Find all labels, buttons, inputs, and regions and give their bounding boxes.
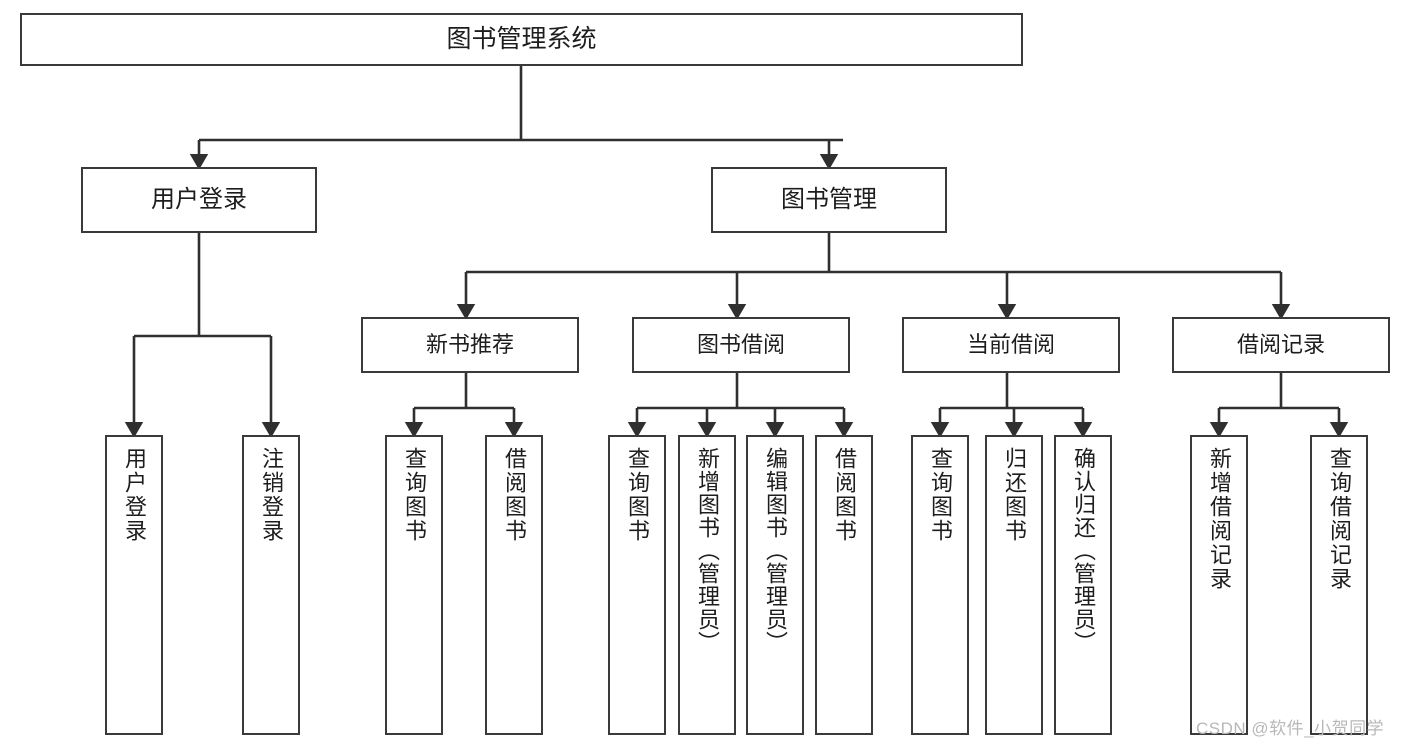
node-user-login[interactable]: 用户登录	[81, 167, 317, 233]
node-current-borrow[interactable]: 当前借阅	[902, 317, 1120, 373]
node-label: 确认归还（管理员）	[1071, 447, 1096, 654]
node-label: 新增借阅记录	[1207, 447, 1232, 591]
node-label: 查询借阅记录	[1327, 447, 1352, 591]
node-label: 用户登录	[151, 185, 247, 213]
node-book-borrow[interactable]: 图书借阅	[632, 317, 850, 373]
leaf-add-book-admin[interactable]: 新增图书（管理员）	[678, 435, 736, 735]
node-label: 查询图书	[928, 447, 953, 543]
leaf-query-borrow-record[interactable]: 查询借阅记录	[1310, 435, 1368, 735]
node-label: 图书借阅	[696, 332, 785, 358]
leaf-user-login[interactable]: 用户登录	[105, 435, 163, 735]
node-label: 新书推荐	[425, 332, 514, 358]
node-root-book-management-system[interactable]: 图书管理系统	[20, 13, 1023, 66]
leaf-edit-book-admin[interactable]: 编辑图书（管理员）	[746, 435, 804, 735]
node-borrow-record[interactable]: 借阅记录	[1172, 317, 1390, 373]
node-label: 图书管理系统	[446, 24, 597, 53]
node-label: 当前借阅	[966, 332, 1055, 358]
leaf-borrow-books-newbook[interactable]: 借阅图书	[485, 435, 543, 735]
leaf-query-books-borrow[interactable]: 查询图书	[608, 435, 666, 735]
leaf-add-borrow-record[interactable]: 新增借阅记录	[1190, 435, 1248, 735]
csdn-watermark: CSDN @软件_小贺同学	[1196, 714, 1384, 739]
node-label: 编辑图书（管理员）	[763, 447, 788, 654]
leaf-logout[interactable]: 注销登录	[242, 435, 300, 735]
node-label: 借阅图书	[832, 447, 857, 543]
node-label: 用户登录	[122, 447, 147, 543]
leaf-confirm-return-admin[interactable]: 确认归还（管理员）	[1054, 435, 1112, 735]
node-label: 归还图书	[1002, 447, 1027, 543]
node-label: 查询图书	[625, 447, 650, 543]
watermark-text: CSDN @软件_小贺同学	[1196, 719, 1385, 738]
node-label: 图书管理	[781, 185, 877, 213]
node-label: 查询图书	[402, 447, 427, 543]
leaf-query-books-newbook[interactable]: 查询图书	[385, 435, 443, 735]
node-book-management[interactable]: 图书管理	[711, 167, 947, 233]
node-new-book-recommend[interactable]: 新书推荐	[361, 317, 579, 373]
node-label: 借阅图书	[502, 447, 527, 543]
node-label: 新增图书（管理员）	[695, 447, 720, 654]
node-label: 注销登录	[259, 447, 284, 543]
leaf-query-books-current[interactable]: 查询图书	[911, 435, 969, 735]
leaf-return-books[interactable]: 归还图书	[985, 435, 1043, 735]
leaf-borrow-books-borrow[interactable]: 借阅图书	[815, 435, 873, 735]
node-label: 借阅记录	[1236, 332, 1325, 358]
